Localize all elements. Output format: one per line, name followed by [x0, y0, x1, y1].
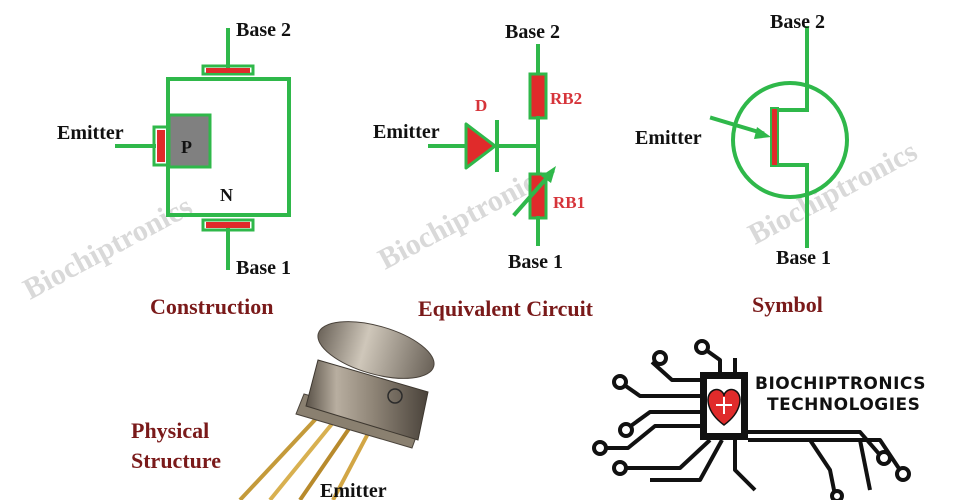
transistor-can-top [317, 321, 435, 379]
symbol-caption: Symbol [752, 292, 823, 317]
transistor-marking [387, 388, 403, 404]
equivalent-caption: Equivalent Circuit [418, 296, 594, 321]
construction-diagram: Base 2 Emitter P N Base 1 Construction [57, 19, 291, 319]
lead [238, 406, 328, 500]
symbol-bar [770, 107, 779, 167]
diode-triangle [464, 122, 497, 170]
construction-emitter-label: Emitter [57, 122, 124, 144]
symbol-diagram: Base 2 Emitter Base 1 Symbol [635, 11, 849, 317]
equivalent-base1-label: Base 1 [508, 251, 563, 273]
symbol-base1-label: Base 1 [776, 247, 831, 269]
symbol-emitter-lead [709, 115, 765, 136]
transistor-leads [238, 406, 374, 500]
rb2-label: RB2 [550, 89, 582, 108]
equivalent-emitter-label: Emitter [373, 121, 440, 143]
variable-arrow-head [541, 166, 556, 183]
rb1-label: RB1 [553, 193, 585, 212]
logo-circuit-traces [592, 339, 911, 500]
equivalent-circuit-diagram: Base 2 Emitter D RB2 RB1 Base 1 Equivale… [373, 21, 594, 321]
p-region-label: P [181, 137, 192, 157]
company-logo: BIOCHIPTRONICS TECHNOLOGIES [592, 339, 926, 500]
symbol-base2-label: Base 2 [770, 11, 825, 33]
base2-contact [206, 68, 250, 73]
physical-emitter-label: Emitter [320, 480, 387, 500]
physical-caption-line2: Structure [131, 448, 221, 473]
equivalent-base2-label: Base 2 [505, 21, 560, 43]
symbol-emitter-label: Emitter [635, 127, 702, 149]
lead [268, 412, 342, 500]
construction-base2-label: Base 2 [236, 19, 291, 41]
symbol-circle [731, 81, 849, 199]
watermark-text: Biochiptronics [18, 190, 198, 307]
base1-contact [206, 222, 250, 228]
emitter-contact [157, 130, 165, 162]
construction-base1-label: Base 1 [236, 257, 291, 279]
logo-line1: BIOCHIPTRONICS [755, 374, 926, 394]
construction-caption: Construction [150, 294, 273, 319]
physical-structure: Physical Structure Emitter [131, 321, 435, 500]
rb2-resistor [528, 72, 548, 120]
physical-caption-line1: Physical [131, 418, 209, 443]
n-region-label: N [220, 185, 233, 205]
lead [298, 418, 357, 500]
diode-label: D [475, 96, 487, 115]
base2-contact-frame [201, 64, 255, 76]
lead [331, 425, 374, 500]
transistor-can-body [305, 359, 429, 441]
symbol-emitter-arrow [754, 127, 771, 139]
logo-line2: TECHNOLOGIES [767, 395, 920, 415]
